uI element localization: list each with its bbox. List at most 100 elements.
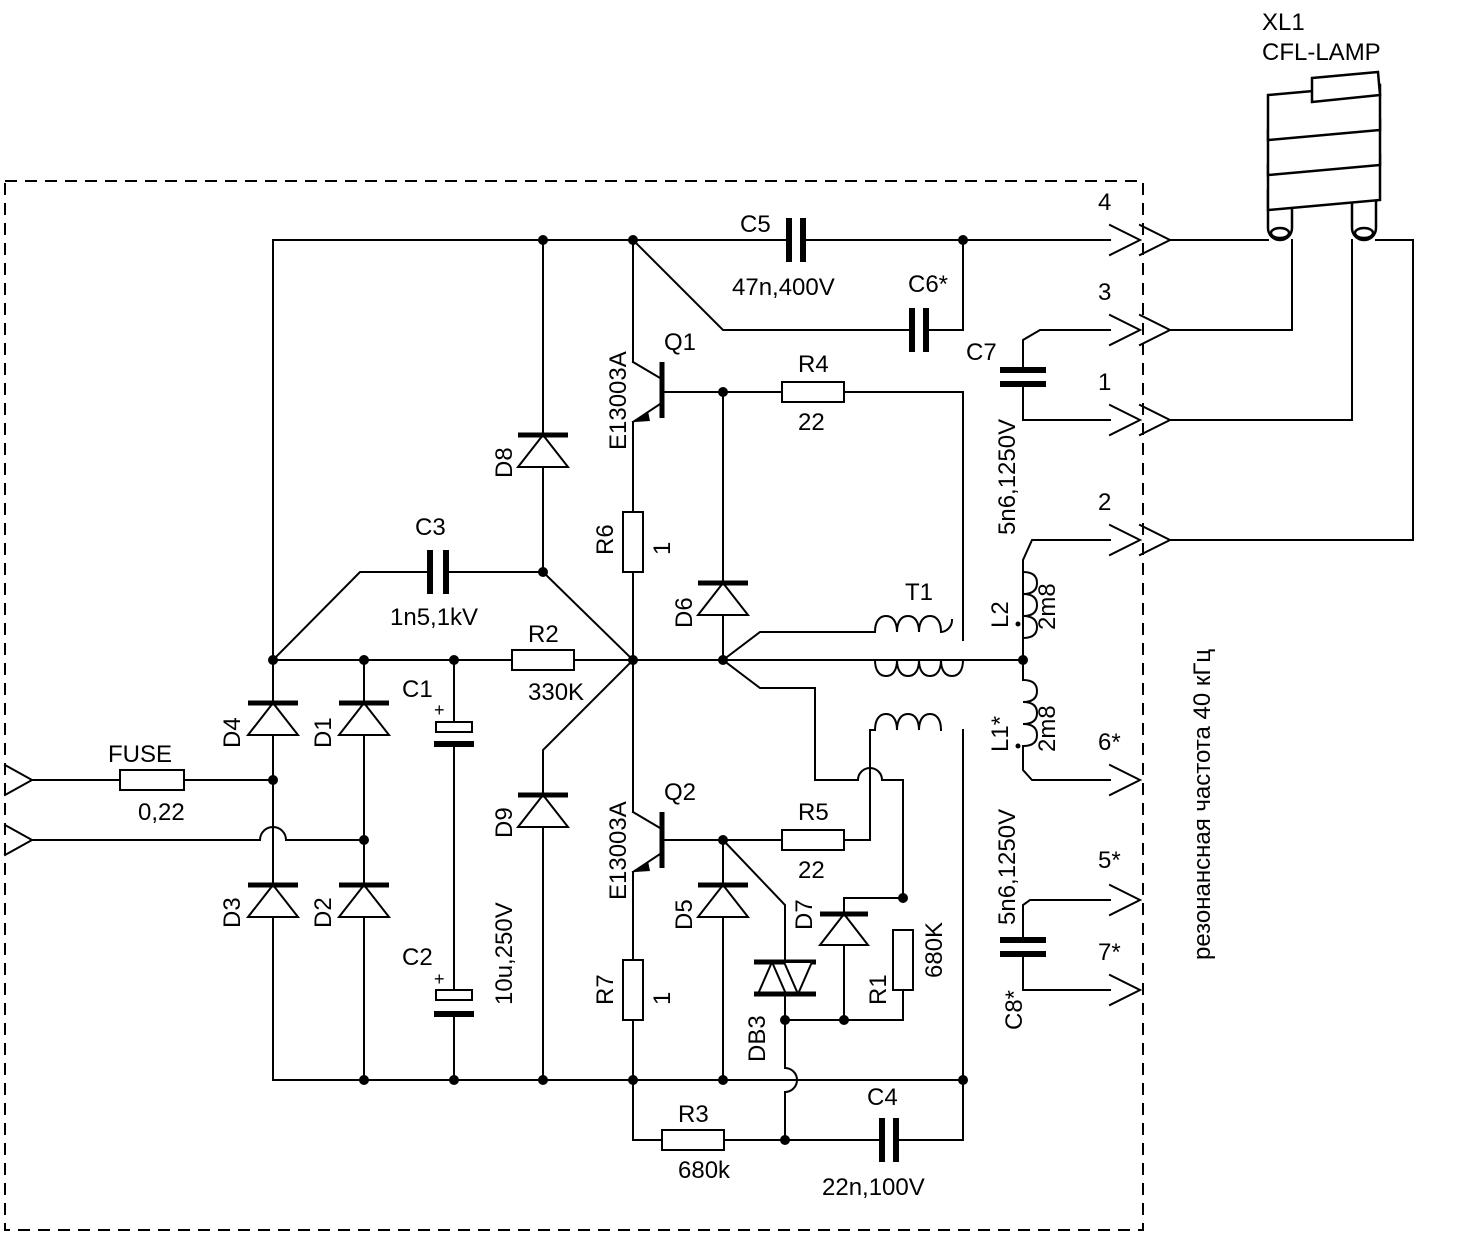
- r3-ref: R3: [678, 1101, 709, 1128]
- c3-ref: C3: [415, 514, 446, 541]
- terminal-4-label: 4: [1098, 189, 1111, 216]
- q2-ref: Q2: [664, 779, 696, 806]
- fuse: FUSE 0,22: [108, 741, 274, 826]
- c5-ref: C5: [740, 211, 771, 238]
- c7-value: 5n6,1250V: [994, 419, 1021, 535]
- diode-d3: D3: [219, 882, 301, 928]
- ac-input-1: [3, 763, 121, 797]
- resistor-r3: R3 680k: [632, 1079, 881, 1184]
- terminal-5: 5*: [1098, 847, 1143, 917]
- diode-d5: D5: [671, 839, 751, 1081]
- d8-ref: D8: [491, 447, 518, 478]
- l2-ref: L2: [987, 601, 1014, 628]
- c6-ref: C6*: [908, 271, 948, 298]
- terminal-4: 4: [1098, 189, 1173, 257]
- resistor-r5: R5 22: [781, 799, 845, 884]
- lamp-name: CFL-LAMP: [1262, 39, 1381, 66]
- board-outline: [4, 180, 1144, 1231]
- t1-ref: T1: [905, 579, 933, 606]
- c7-ref: C7: [966, 339, 997, 366]
- r2-value: 330K: [528, 679, 584, 706]
- terminal-5-label: 5*: [1098, 847, 1121, 874]
- capacitor-c3: C3 1n5,1kV: [271, 514, 635, 662]
- c5-value: 47n,400V: [732, 274, 835, 301]
- terminal-3-label: 3: [1098, 279, 1111, 306]
- d5-ref: D5: [671, 899, 698, 930]
- resistor-r4: R4 22: [781, 351, 964, 641]
- terminal-7-label: 7*: [1098, 939, 1121, 966]
- r4-ref: R4: [798, 351, 829, 378]
- r1-ref: R1: [865, 974, 892, 1005]
- l1-value: 2m8: [1034, 705, 1061, 752]
- c8-value: 5n6,1250V: [994, 809, 1021, 925]
- c4-value: 22n,100V: [822, 1174, 925, 1201]
- c1-plus-sign: +: [434, 700, 445, 720]
- terminal-1: 1: [1098, 369, 1173, 437]
- c2-plus-sign: +: [434, 969, 445, 989]
- cfl-lamp: XL1 CFL-LAMP: [1262, 9, 1382, 242]
- diode-d6: D6: [671, 391, 751, 661]
- c2-value: 10u,250V: [491, 902, 518, 1005]
- capacitor-c6: C6*: [631, 238, 964, 352]
- capacitor-c5: C5 47n,400V: [732, 211, 835, 301]
- inductor-l1: L1* 2m8: [987, 659, 1111, 781]
- c3-value: 1n5,1kV: [390, 604, 478, 631]
- capacitor-c2: + C2 10u,250V: [402, 902, 518, 1081]
- capacitor-c7: C7 5n6,1250V: [966, 329, 1111, 535]
- c8-ref: C8*: [1001, 990, 1028, 1030]
- lamp-ref: XL1: [1262, 9, 1305, 36]
- r5-ref: R5: [798, 799, 829, 826]
- diac-db3: DB3: [721, 838, 816, 1141]
- fuse-ref: FUSE: [108, 741, 172, 768]
- c4-ref: C4: [867, 1084, 898, 1111]
- terminal-2: 2: [1098, 489, 1173, 557]
- c2-ref: C2: [402, 944, 433, 971]
- terminal-6: 6*: [1098, 729, 1143, 797]
- diode-d2: D2: [310, 882, 392, 928]
- l2-value: 2m8: [1034, 583, 1061, 630]
- db3-ref: DB3: [744, 1015, 771, 1062]
- r6-ref: R6: [592, 524, 619, 555]
- transistor-q2: Q2 E13003A: [605, 659, 783, 961]
- mid-rail: R2 330K: [272, 621, 1024, 706]
- r2-ref: R2: [528, 621, 559, 648]
- d4-ref: D4: [219, 717, 246, 748]
- resonance-note: резонансная частота 40 кГц: [1189, 649, 1216, 960]
- r5-value: 22: [798, 857, 825, 884]
- ac-input-2: [3, 823, 365, 857]
- resistor-r7: R7 1: [592, 959, 676, 1081]
- lamp-wiring: [1169, 239, 1414, 541]
- diode-d7: D7: [784, 897, 904, 1021]
- resistor-r6: R6 1: [592, 511, 676, 661]
- diode-d1: D1: [310, 700, 392, 748]
- r7-value: 1: [649, 992, 676, 1005]
- d9-ref: D9: [491, 807, 518, 838]
- q1-type: E13003A: [605, 351, 632, 450]
- transformer-t1: T1: [721, 579, 965, 1081]
- diode-d4: D4: [219, 700, 301, 748]
- capacitor-c8: C8* 5n6,1250V: [994, 809, 1111, 1030]
- d1-ref: D1: [310, 717, 337, 748]
- diode-d8: D8: [491, 239, 571, 573]
- terminal-1-label: 1: [1098, 369, 1111, 396]
- q1-ref: Q1: [664, 329, 696, 356]
- terminal-3: 3: [1098, 279, 1173, 347]
- q2-type: E13003A: [605, 801, 632, 900]
- terminal-7: 7*: [1098, 939, 1143, 1007]
- r3-value: 680k: [678, 1157, 731, 1184]
- r4-value: 22: [798, 409, 825, 436]
- transistor-q1: Q1 E13003A: [605, 239, 783, 513]
- l1-ref: L1*: [987, 716, 1014, 752]
- fuse-value: 0,22: [138, 799, 185, 826]
- d7-ref: D7: [791, 899, 818, 930]
- r7-ref: R7: [592, 974, 619, 1005]
- c1-ref: C1: [402, 676, 433, 703]
- resistor-r1: R1 680K: [843, 922, 948, 1021]
- d6-ref: D6: [671, 597, 698, 628]
- inductor-l2: L2 2m8: [987, 539, 1111, 661]
- r6-value: 1: [649, 542, 676, 555]
- junction-dots: [268, 235, 1028, 1145]
- diode-d9: D9: [491, 658, 635, 1081]
- r1-value: 680K: [921, 922, 948, 978]
